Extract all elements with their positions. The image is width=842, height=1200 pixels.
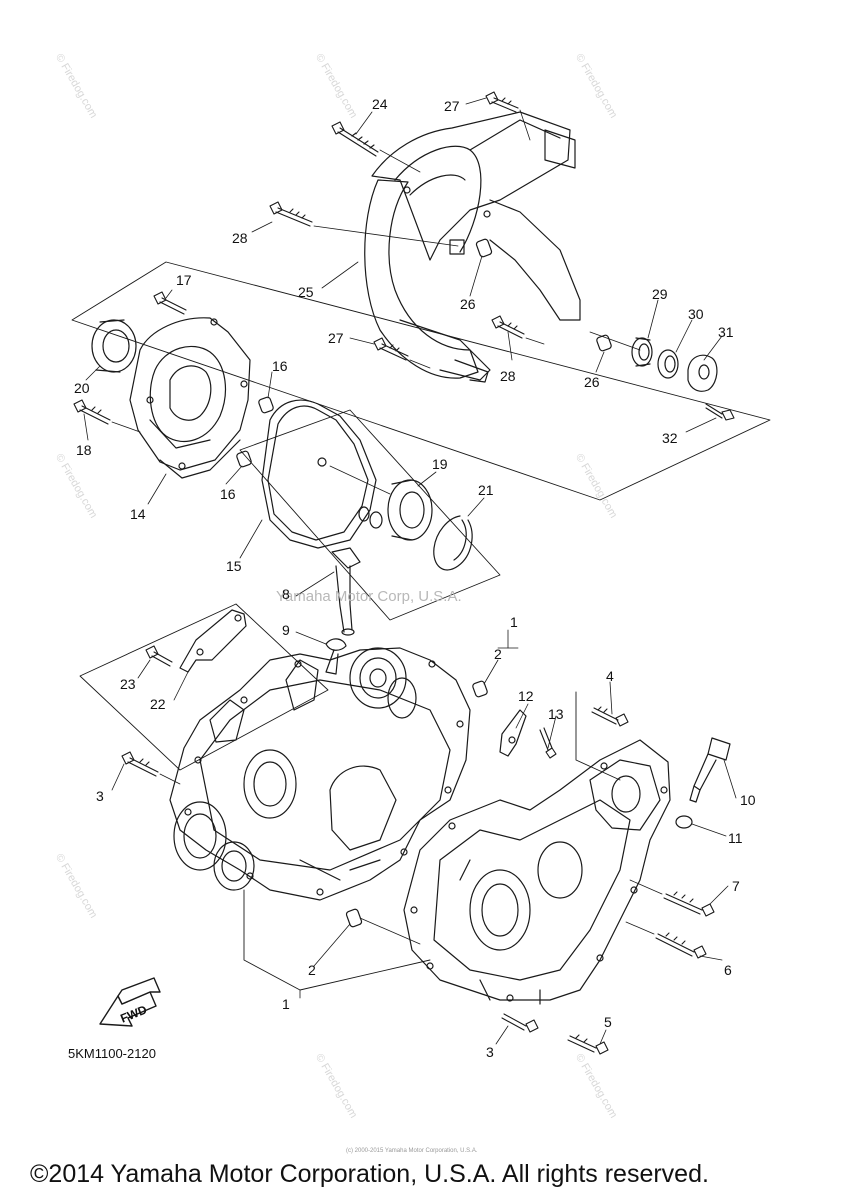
group-frame-crankcase-bottom — [244, 890, 430, 990]
dipstick-10 — [690, 738, 730, 802]
bolt-3-bottom — [502, 1014, 538, 1032]
part-label-16a: 16 — [272, 358, 288, 374]
group-frame-cover — [72, 262, 770, 500]
leader-lines — [84, 98, 736, 1044]
part-label-24: 24 — [372, 96, 388, 112]
part-label-13: 13 — [548, 706, 564, 722]
part-label-23: 23 — [120, 676, 136, 692]
bearing-19 — [359, 480, 432, 540]
crankcase-left — [170, 648, 470, 900]
bolt-27-mid — [374, 338, 408, 360]
gasket-15 — [262, 400, 376, 548]
part-label-10: 10 — [740, 792, 756, 808]
bearing-29 — [632, 338, 652, 366]
part-label-5: 5 — [604, 1014, 612, 1030]
fine-print: (c) 2000-2015 Yamaha Motor Corporation, … — [346, 1148, 478, 1154]
shroud-cover — [365, 112, 580, 382]
bolt-17 — [154, 292, 186, 314]
diagram-code: 5KM1100-2120 — [68, 1046, 156, 1061]
bolt-4 — [592, 707, 628, 726]
part-label-12: 12 — [518, 688, 534, 704]
part-label-25: 25 — [298, 284, 314, 300]
part-label-14: 14 — [130, 506, 146, 522]
stopper-12 — [500, 710, 526, 756]
watermark-center: Yamaha Motor Corp, U.S.A. — [276, 588, 462, 605]
part-label-27a: 27 — [444, 98, 460, 114]
bolt-23 — [146, 646, 172, 666]
dowel-2-bottom — [346, 908, 363, 927]
dowel-2-top — [472, 680, 488, 697]
bolt-24 — [332, 122, 378, 156]
part-label-26a: 26 — [460, 296, 476, 312]
bolt-28-left — [270, 202, 312, 226]
bolt-5 — [568, 1035, 608, 1054]
part-label-19: 19 — [432, 456, 448, 472]
dowel-26a — [476, 238, 493, 257]
group-frame-crankcase — [80, 604, 328, 770]
part-label-7: 7 — [732, 878, 740, 894]
bolt-7 — [664, 892, 714, 916]
plate-31 — [688, 355, 717, 391]
circlip-21 — [434, 516, 472, 570]
part-label-2b: 2 — [308, 962, 316, 978]
part-label-28b: 28 — [500, 368, 516, 384]
bolt-27-top — [486, 92, 518, 112]
part-label-28a: 28 — [232, 230, 248, 246]
seal-30 — [658, 350, 678, 378]
part-label-21: 21 — [478, 482, 494, 498]
dowel-16b — [236, 450, 252, 467]
bracket-22 — [180, 610, 246, 672]
crankcase-cover-14 — [130, 318, 250, 478]
part-label-17: 17 — [176, 272, 192, 288]
part-label-16b: 16 — [220, 486, 236, 502]
part-label-2a: 2 — [494, 646, 502, 662]
clip-9 — [326, 639, 346, 650]
group-frame-right-case — [576, 692, 620, 780]
fwd-arrow-icon — [100, 978, 160, 1026]
part-label-22: 22 — [150, 696, 166, 712]
part-label-9: 9 — [282, 622, 290, 638]
part-label-27b: 27 — [328, 330, 344, 346]
bolt-28-right — [492, 316, 524, 338]
copyright-notice: ©2014 Yamaha Motor Corporation, U.S.A. A… — [30, 1160, 709, 1188]
part-label-1b: 1 — [282, 996, 290, 1012]
bolt-18 — [74, 400, 110, 424]
oil-seal-20 — [92, 320, 136, 372]
bolt-13 — [540, 728, 556, 758]
part-label-15: 15 — [226, 558, 242, 574]
group-frame-cover-inner — [240, 410, 500, 620]
part-label-6: 6 — [724, 962, 732, 978]
part-label-26b: 26 — [584, 374, 600, 390]
o-ring-11 — [676, 816, 692, 828]
hose-8 — [332, 548, 360, 635]
part-label-29: 29 — [652, 286, 668, 302]
part-label-30: 30 — [688, 306, 704, 322]
part-label-20: 20 — [74, 380, 90, 396]
part-label-31: 31 — [718, 324, 734, 340]
bolt-32 — [706, 404, 734, 420]
part-label-11: 11 — [728, 830, 743, 846]
part-label-32: 32 — [662, 430, 678, 446]
part-label-8: 8 — [282, 586, 290, 602]
crankcase-right — [404, 740, 670, 1004]
bolt-6 — [656, 933, 706, 958]
part-label-3a: 3 — [96, 788, 104, 804]
part-label-3b: 3 — [486, 1044, 494, 1060]
part-label-1a: 1 — [510, 614, 518, 630]
bolt-3-left — [122, 752, 158, 776]
part-label-4: 4 — [606, 668, 614, 684]
dowel-16a — [258, 396, 274, 413]
part-label-18: 18 — [76, 442, 92, 458]
